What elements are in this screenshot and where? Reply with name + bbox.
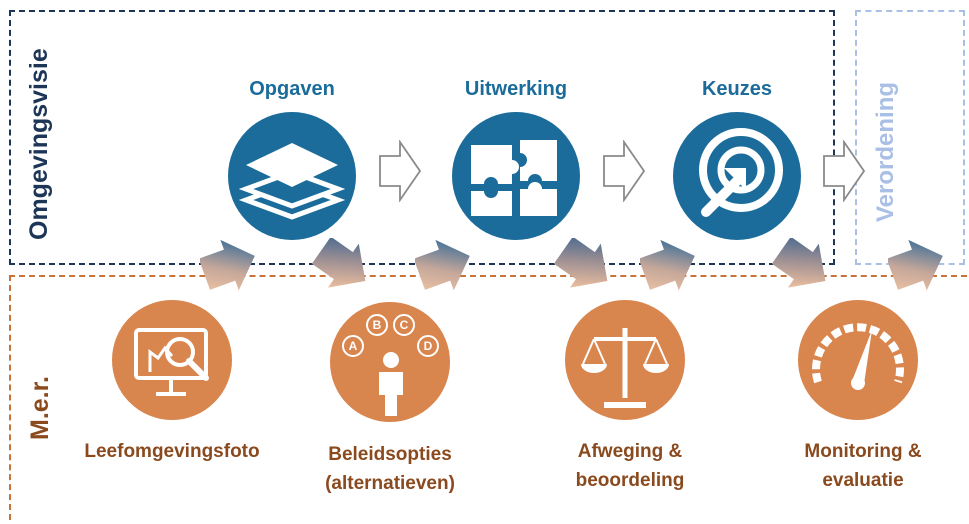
option-a: A [349,339,358,353]
mer-label-afweging: Afweging & beoordeling [575,441,685,491]
up-arrow-4 [888,238,950,300]
puzzle-icon [452,112,580,240]
step-title-opgaven: Opgaven [249,78,335,100]
down-arrow-2 [552,238,614,300]
up-arrow-2 [415,238,477,300]
mer-label-beleidsopties: Beleidsopties (alternatieven) [325,444,455,494]
flow-arrow-2 [603,141,645,201]
down-arrow-3 [770,238,832,300]
gauge-icon [798,300,918,420]
target-icon [673,112,801,240]
step-title-keuzes: Keuzes [701,78,773,100]
option-b: B [373,318,382,332]
person-options-icon: A B C D [330,302,450,422]
up-arrow-1 [200,238,262,300]
scale-icon [565,300,685,420]
up-arrow-3 [640,238,702,300]
option-c: C [400,318,409,332]
monitor-magnifier-icon [112,300,232,420]
down-arrow-1 [310,238,372,300]
layers-icon [228,112,356,240]
mer-label-leefomgevingsfoto: Leefomgevingsfoto [84,441,260,462]
step-title-uitwerking: Uitwerking [464,78,568,100]
mer-label-monitoring: Monitoring & evaluatie [804,441,922,491]
mer-box [9,275,967,520]
flow-arrow-1 [379,141,421,201]
flow-arrow-3 [823,141,865,201]
option-d: D [424,339,433,353]
